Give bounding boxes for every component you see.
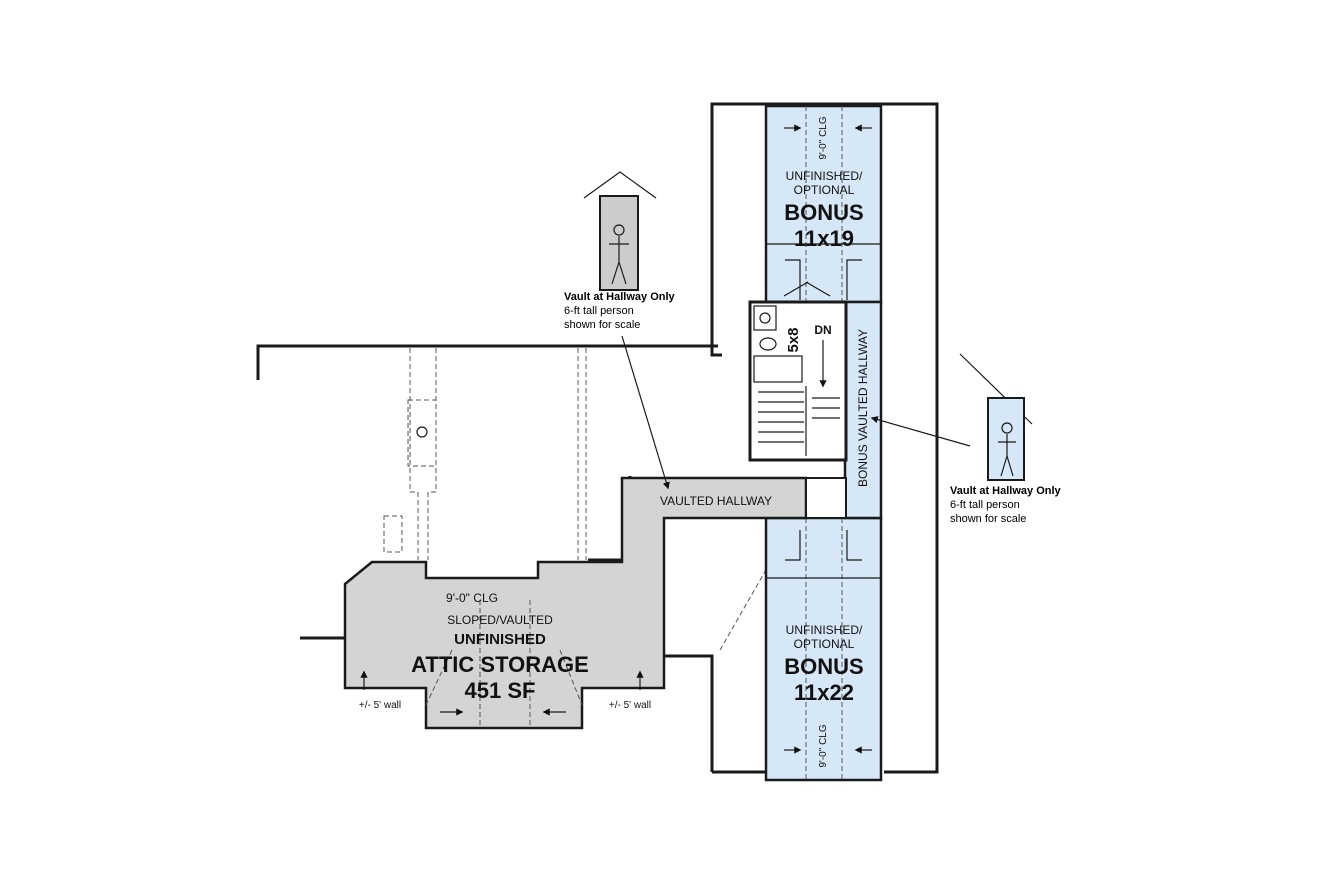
- attic-line1: SLOPED/VAULTED: [447, 613, 553, 627]
- bonus-bottom-size: 11x22: [794, 680, 854, 705]
- bonus-room-top[interactable]: [764, 104, 883, 304]
- bonus-bottom-name: BONUS: [784, 654, 863, 679]
- bonus-room-bottom[interactable]: [764, 516, 883, 782]
- attic-name: ATTIC STORAGE: [411, 652, 589, 677]
- attic-wall-left: +/- 5' wall: [359, 700, 401, 711]
- bonus-bottom-line2: OPTIONAL: [794, 637, 855, 651]
- bonus-hallway-label: BONUS VAULTED HALLWAY: [856, 329, 870, 487]
- bonus-top-line1: UNFINISHED/: [786, 169, 863, 183]
- bath-and-stair: [748, 281, 848, 462]
- note-left-line2: shown for scale: [564, 319, 640, 331]
- attic-line2: UNFINISHED: [454, 631, 546, 648]
- attic-storage[interactable]: [343, 476, 847, 730]
- note-left-title: Vault at Hallway Only: [564, 291, 676, 303]
- bath-size: 5x8: [785, 327, 802, 352]
- attic-wall-right: +/- 5' wall: [609, 700, 651, 711]
- scale-figure-right: [959, 353, 1033, 481]
- note-right-title: Vault at Hallway Only: [950, 485, 1062, 497]
- stair-label: DN: [814, 323, 831, 337]
- vaulted-hallway-label: VAULTED HALLWAY: [660, 494, 772, 508]
- note-left-line1: 6-ft tall person: [564, 305, 634, 317]
- bonus-top-size: 11x19: [794, 226, 854, 251]
- attic-ceiling: 9'-0" CLG: [446, 591, 498, 605]
- note-right-line2: shown for scale: [950, 513, 1026, 525]
- bonus-top-line2: OPTIONAL: [794, 183, 855, 197]
- bonus-top-ceiling: 9'-0" CLG: [818, 116, 829, 159]
- bonus-bottom-line1: UNFINISHED/: [786, 623, 863, 637]
- leader-lines: [621, 335, 971, 490]
- note-right-line1: 6-ft tall person: [950, 499, 1020, 511]
- scale-figure-left: [583, 171, 657, 291]
- bonus-bottom-ceiling: 9'-0" CLG: [818, 724, 829, 767]
- bonus-top-name: BONUS: [784, 200, 863, 225]
- attic-area: 451 SF: [465, 678, 536, 703]
